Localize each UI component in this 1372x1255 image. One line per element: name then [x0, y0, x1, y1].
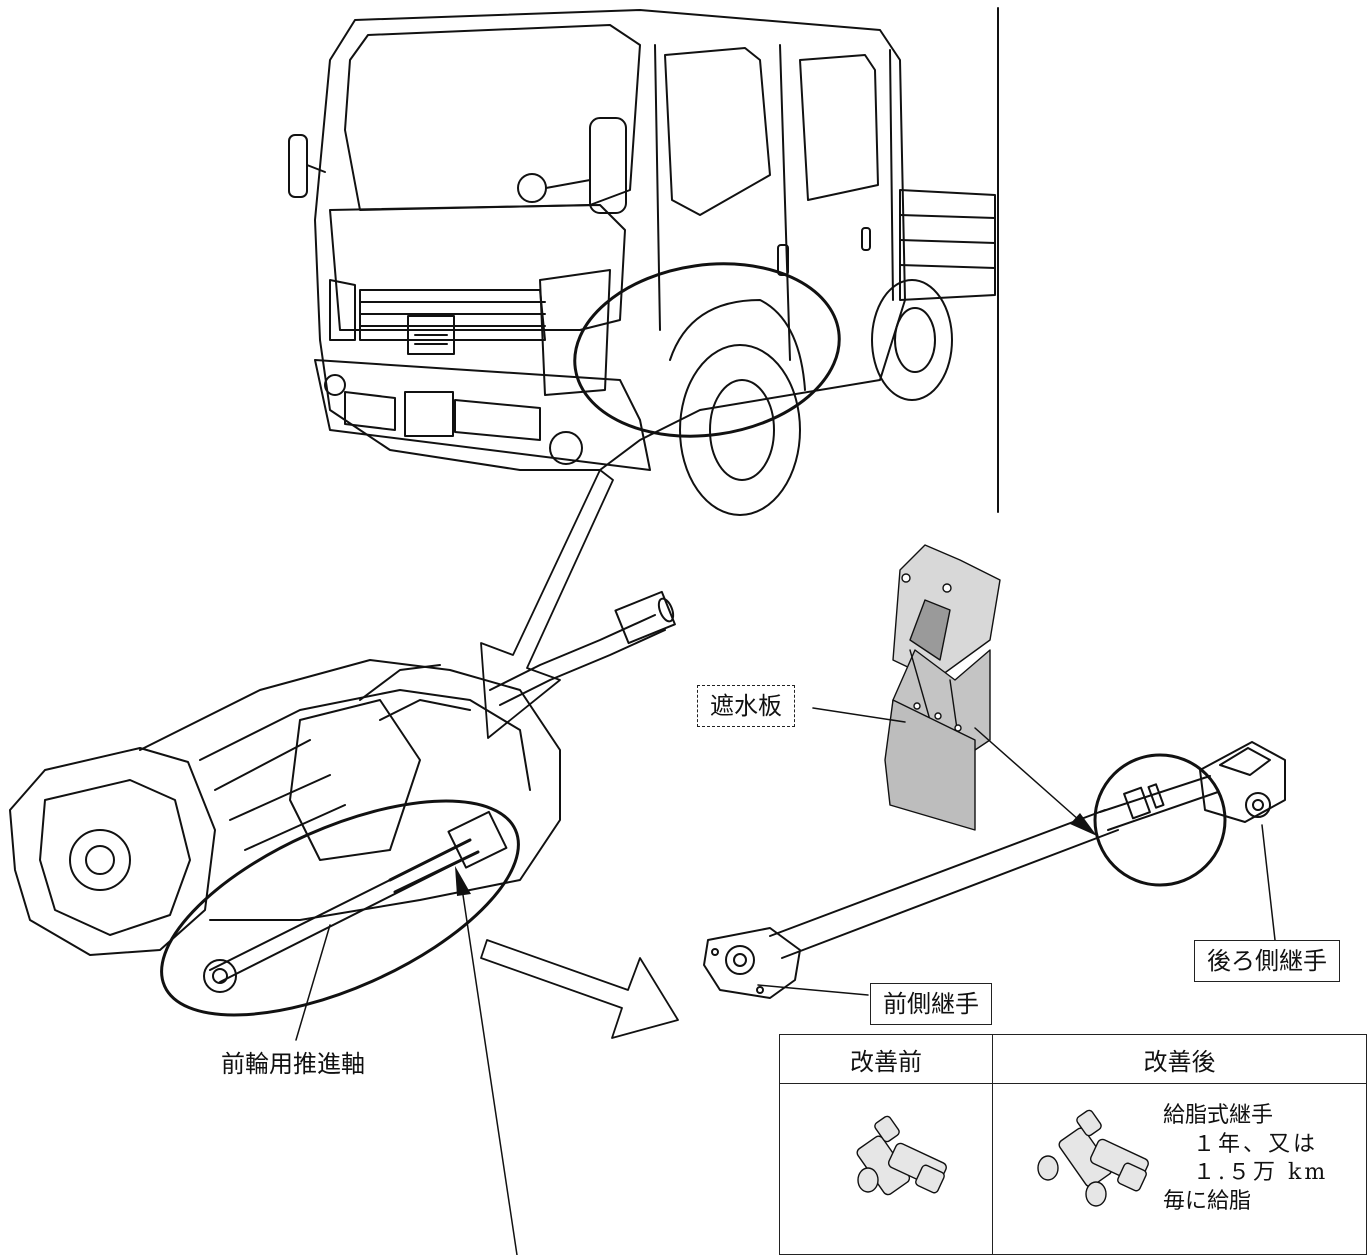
highlight-ellipse-front-shaft — [160, 799, 520, 1017]
after-note-line2: １.５万 km — [1193, 1160, 1329, 1186]
cell-after: 給脂式継手 １年、又は １.５万 km 毎に給脂 — [992, 1083, 1367, 1255]
highlight-ellipse-fender — [573, 262, 841, 438]
cell-before — [779, 1083, 993, 1255]
truck-illustration — [288, 9, 996, 516]
water-shield-illustration — [884, 544, 1001, 831]
leader-front-joint — [757, 984, 869, 996]
after-note-title: 給脂式継手 — [1163, 1103, 1274, 1128]
leader-rear-joint — [1261, 824, 1276, 941]
arrow-shield-to-joint — [974, 727, 1089, 829]
arrow-long-to-joint — [462, 894, 518, 1255]
transmission-illustration — [9, 590, 676, 993]
header-before: 改善前 — [779, 1034, 993, 1084]
label-front-joint: 前側継手 — [870, 983, 992, 1025]
label-front-shaft: 前輪用推進軸 — [221, 1050, 365, 1078]
header-after: 改善後 — [992, 1034, 1367, 1084]
leader-water-shield — [812, 707, 906, 723]
arrow-truck-to-transmission — [480, 469, 614, 739]
label-water-shield: 遮水板 — [697, 685, 795, 727]
after-note: 給脂式継手 １年、又は １.５万 km 毎に給脂 — [1163, 1102, 1328, 1216]
arrow-to-enlarged-shaft — [480, 939, 679, 1039]
enlarged-shaft-illustration — [703, 741, 1286, 999]
after-note-line3: 毎に給脂 — [1163, 1188, 1252, 1214]
comparison-table: 改善前 改善後 給脂式継手 １年、又は １.５万 km 毎に給脂 — [779, 1034, 1367, 1255]
label-rear-joint: 後ろ側継手 — [1194, 940, 1340, 982]
highlight-circle-joint — [1093, 753, 1227, 887]
leader-front-shaft — [295, 924, 331, 1041]
after-note-line1: １年、又は — [1193, 1131, 1319, 1157]
